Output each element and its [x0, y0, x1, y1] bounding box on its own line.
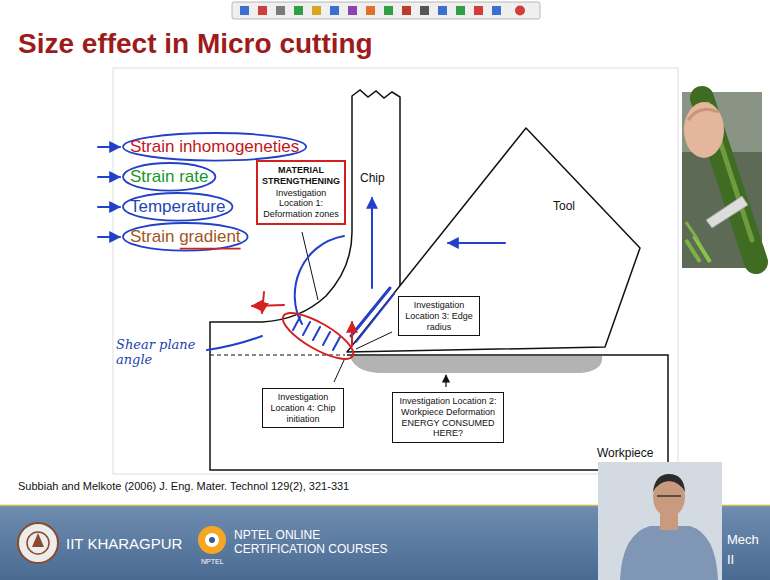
source-citation: Subbiah and Melkote (2006) J. Eng. Mater…: [18, 480, 349, 493]
nptel-logo: [205, 533, 219, 547]
leader-line: [302, 232, 318, 300]
institute-logo: [32, 533, 44, 547]
factor-text: Temperature: [130, 197, 225, 217]
factor-text: Strain gradient: [130, 227, 241, 247]
footer-text: Mech: [727, 533, 759, 548]
toolbar-icon: [294, 6, 303, 15]
person-hair: [653, 474, 685, 492]
person-glasses: [657, 495, 681, 497]
toolbar-icon: [276, 6, 285, 15]
hand: [684, 102, 724, 158]
handwritten-note: Shear plane angle: [116, 338, 206, 368]
hand-underline: [180, 248, 241, 250]
toolbar-icon: [366, 6, 375, 15]
instructor-video: [598, 462, 722, 580]
hand-arrow: [448, 242, 505, 244]
cucumber-photo: [682, 92, 762, 268]
knife-blade: [706, 196, 748, 228]
box-text: Investigation Location 3: Edge radius: [403, 300, 475, 332]
toolbar: [232, 2, 540, 19]
part-name: Workpiece: [597, 447, 653, 461]
person-shirt: [620, 526, 718, 580]
logo-text: NPTEL: [201, 558, 224, 566]
hand-hatch: [293, 317, 300, 330]
hand-ellipse: [277, 305, 359, 368]
tool-outline: [347, 128, 640, 352]
video-background: [598, 462, 722, 580]
toolbar-icon: [312, 6, 321, 15]
hand-arrow: [371, 198, 373, 288]
toolbar-icon: [258, 6, 267, 15]
leader-arrow: [445, 375, 446, 387]
toolbar-icon: [240, 6, 249, 15]
toolbar-icon: [384, 6, 393, 15]
box-text: Investigation Location 2: Workpiece Defo…: [397, 396, 499, 439]
hand-arrow: [262, 292, 264, 313]
hand-annotations: [252, 292, 359, 367]
finger: [688, 109, 718, 120]
hand-arrow: [98, 176, 120, 178]
hand-hatch: [323, 332, 330, 345]
institute-logo: [18, 523, 58, 563]
investigation-box: Investigation Location 4: Chip initiatio…: [262, 388, 344, 428]
hand-circle: [123, 193, 232, 221]
hand-hatch: [333, 337, 340, 350]
box-text: Investigation Location 4: Chip initiatio…: [267, 392, 339, 424]
hand-circle: [123, 133, 306, 161]
investigation-box: MATERIAL STRENGTHENINGInvestigation Loca…: [256, 160, 346, 225]
box-text: Investigation Location 1: Deformation zo…: [262, 188, 340, 220]
factor-text: Strain rate: [130, 167, 208, 187]
nptel-logo: [209, 537, 215, 543]
toolbar-bar: [232, 2, 540, 19]
part-name: Tool: [553, 200, 575, 214]
institute-logo: [27, 532, 49, 554]
photo-background: [682, 92, 762, 268]
hand-arrow: [252, 305, 284, 306]
box-heading: MATERIAL STRENGTHENING: [262, 165, 340, 187]
hand-arrow: [98, 236, 120, 238]
institute-name: IIT KHARAGPUR: [66, 535, 182, 552]
cucumber-slice: [686, 222, 698, 240]
toolbar-icon: [402, 6, 411, 15]
factor-text: Strain inhomogeneties: [130, 137, 299, 157]
toolbar-icon: [456, 6, 465, 15]
investigation-box: Investigation Location 3: Edge radius: [398, 296, 480, 336]
nptel-logo: [198, 526, 226, 554]
toolbar-icon: [515, 6, 525, 16]
hand-line: [356, 294, 394, 342]
hand-curve: [295, 236, 344, 324]
hand-circle: [123, 223, 248, 251]
toolbar-icon: [330, 6, 339, 15]
toolbar-icon: [420, 6, 429, 15]
deformation-zone: [350, 356, 602, 373]
leader-line: [334, 358, 345, 382]
figure-panel: [113, 68, 678, 474]
slide-title: Size effect in Micro cutting: [18, 28, 373, 60]
toolbar-icon: [438, 6, 447, 15]
hand-circle: [123, 163, 215, 191]
hand-line: [351, 288, 390, 336]
part-name: Chip: [360, 172, 385, 186]
footer-text: II: [727, 553, 734, 568]
investigation-box: Investigation Location 2: Workpiece Defo…: [392, 392, 504, 443]
toolbar-icon: [492, 6, 501, 15]
hand-arrow: [98, 146, 120, 148]
hand-hatch: [303, 322, 310, 335]
hand-arrow: [98, 206, 120, 208]
toolbar-icon: [348, 6, 357, 15]
hand-annotations: [98, 147, 505, 350]
hand-curve: [207, 336, 262, 350]
course-name: NPTEL ONLINE CERTIFICATION COURSES: [234, 529, 414, 557]
toolbar-icon: [474, 6, 483, 15]
hand-arrow: [351, 322, 353, 346]
hand-hatch: [313, 327, 320, 340]
